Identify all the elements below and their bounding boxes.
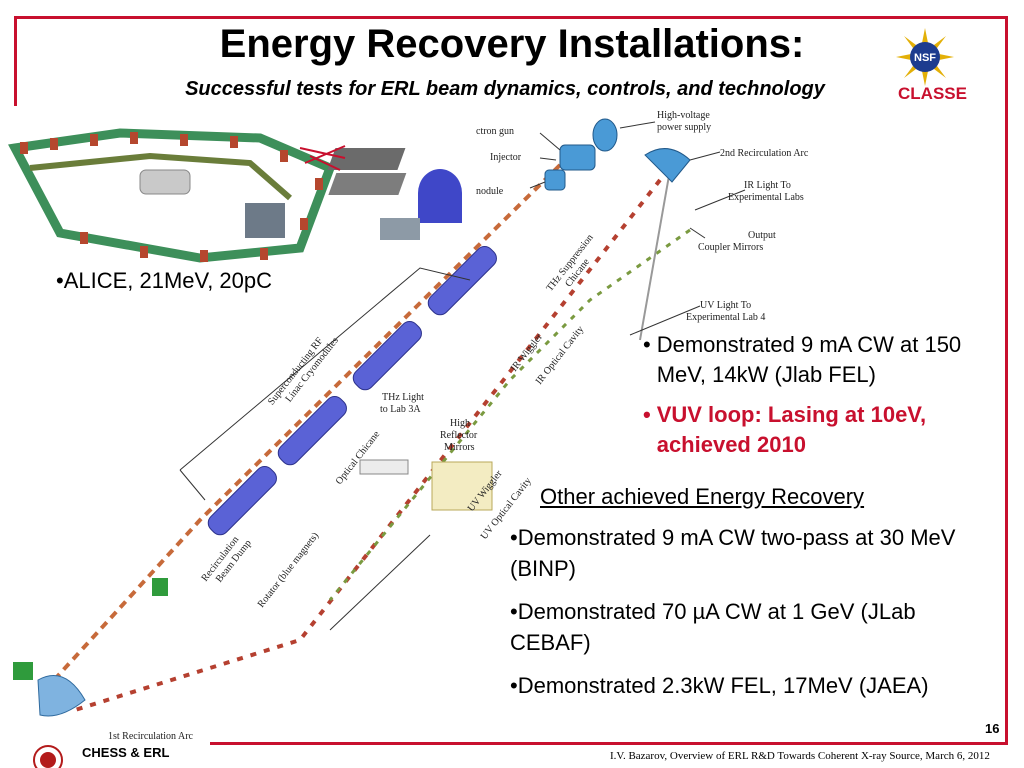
jlab-bullet-2: •VUV loop: Lasing at 10eV, achieved 2010 bbox=[643, 400, 1008, 460]
label-recirc2: 2nd Recirculation Arc bbox=[720, 148, 809, 159]
other-heading: Other achieved Energy Recovery bbox=[540, 484, 865, 509]
nsf-text: NSF bbox=[914, 52, 936, 64]
bullet-dot: • bbox=[643, 402, 651, 427]
label-uv-light-1: UV Light To bbox=[700, 300, 751, 311]
slide-title: Energy Recovery Installations: bbox=[219, 22, 805, 66]
label-ir-light-1: IR Light To bbox=[744, 180, 791, 191]
label-injector: Injector bbox=[490, 152, 522, 163]
label-thz-light-1: THz Light bbox=[382, 392, 424, 403]
label-ir-light-2: Experimental Labs bbox=[728, 192, 804, 203]
label-high-reflector-3: Mirrors bbox=[444, 442, 475, 453]
page-number: 16 bbox=[985, 721, 1000, 736]
alice-illustration bbox=[0, 108, 470, 268]
label-high-reflector-1: High bbox=[450, 418, 470, 429]
label-module: nodule bbox=[476, 186, 504, 197]
frame-top-line bbox=[14, 16, 1008, 19]
footer-org: CHESS & ERL bbox=[82, 745, 170, 760]
frame-left-line bbox=[14, 16, 17, 106]
frame-right-line bbox=[1005, 16, 1008, 742]
alice-label: •ALICE, 21MeV, 20pC bbox=[56, 268, 273, 293]
slide-subtitle: Successful tests for ERL beam dynamics, … bbox=[185, 78, 825, 100]
list-item: •Demonstrated 70 µA CW at 1 GeV (JLab CE… bbox=[510, 599, 916, 655]
label-ir-cavity: IR Optical Cavity bbox=[534, 324, 586, 387]
label-recirc1: 1st Recirculation Arc bbox=[108, 731, 194, 742]
jlab-bullet-1: •Demonstrated 9 mA CW at 150 MeV, 14kW (… bbox=[643, 330, 1008, 390]
jlab-bullet-list: •Demonstrated 9 mA CW at 150 MeV, 14kW (… bbox=[643, 330, 1008, 460]
label-uv-light-2: Experimental Lab 4 bbox=[686, 312, 765, 323]
label-thz-light-2: to Lab 3A bbox=[380, 404, 421, 415]
label-optical-chicane: Optical Chicane bbox=[334, 429, 383, 487]
label-ir-wiggler: IR Wiggler bbox=[509, 331, 546, 374]
list-item: •Demonstrated 2.3kW FEL, 17MeV (JAEA) bbox=[510, 673, 929, 698]
label-output-2: Coupler Mirrors bbox=[698, 242, 763, 253]
label-rotator: Rotator (blue magnets) bbox=[256, 530, 321, 609]
cornell-seal-icon bbox=[33, 745, 63, 768]
label-high-reflector-2: Reflector bbox=[440, 430, 478, 441]
label-hv-supply-1: High-voltage bbox=[657, 110, 710, 121]
bullet-dot: • bbox=[643, 332, 651, 357]
list-item: •Demonstrated 9 mA CW two-pass at 30 MeV… bbox=[510, 525, 956, 581]
classe-logo: CLASSE bbox=[898, 84, 967, 103]
label-electron-gun: ctron gun bbox=[476, 126, 514, 137]
frame-bottom-line bbox=[210, 742, 1008, 745]
label-output-1: Output bbox=[748, 230, 776, 241]
nsf-logo-icon: NSF bbox=[896, 28, 954, 86]
jlab-fel-diagram: ctron gun Injector nodule High-voltage p… bbox=[13, 110, 809, 742]
label-hv-supply-2: power supply bbox=[657, 122, 711, 133]
footer-citation: I.V. Bazarov, Overview of ERL R&D Toward… bbox=[610, 750, 990, 762]
other-list: •Demonstrated 9 mA CW two-pass at 30 MeV… bbox=[510, 522, 990, 713]
